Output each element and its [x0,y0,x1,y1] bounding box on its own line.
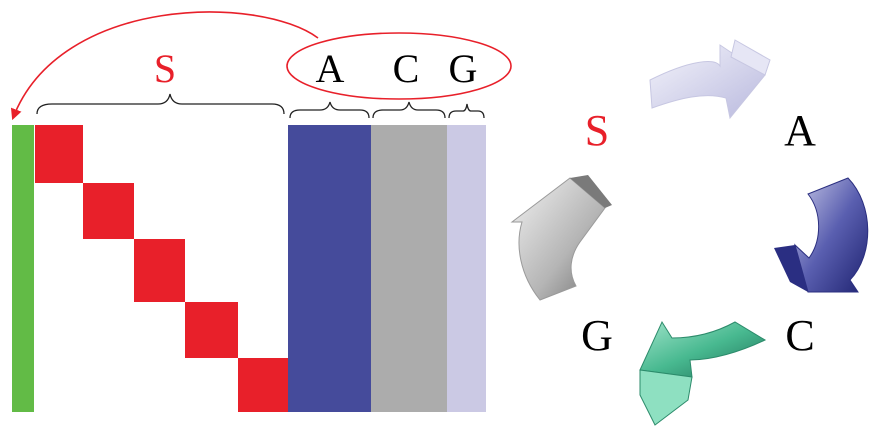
brace-icon [448,103,485,119]
red-block-5 [238,358,288,412]
cycle-arrow-icon [639,320,767,426]
brace-icon [289,101,370,119]
cycle-label-c: C [785,311,814,360]
cycle-arrow-icon [774,177,869,293]
acg-group-ellipse [286,32,512,100]
brace-icon [36,93,285,115]
red-block-4 [185,302,238,358]
matrix [12,125,486,412]
red-block-1 [35,125,83,183]
braces [36,93,485,119]
blue-column-a [288,125,371,412]
red-block-2 [83,183,134,239]
curved-arrow-icon [10,11,319,121]
cycle-label-a: A [784,106,816,155]
green-column [12,125,34,412]
cycle-label-g: G [581,311,613,360]
label-a: A [316,46,345,91]
cycle-arrow-icon [510,175,612,301]
label-s: S [154,46,176,91]
label-c: C [393,46,420,91]
brace-icon [372,101,446,119]
red-block-3 [134,239,185,302]
cycle-label-s: S [585,106,609,155]
cycle-arrow-icon [649,39,771,120]
label-g: G [449,46,478,91]
cycle-diagram: S A C G [510,39,869,426]
gray-column-c [371,125,447,412]
lavender-column-g [447,125,486,412]
